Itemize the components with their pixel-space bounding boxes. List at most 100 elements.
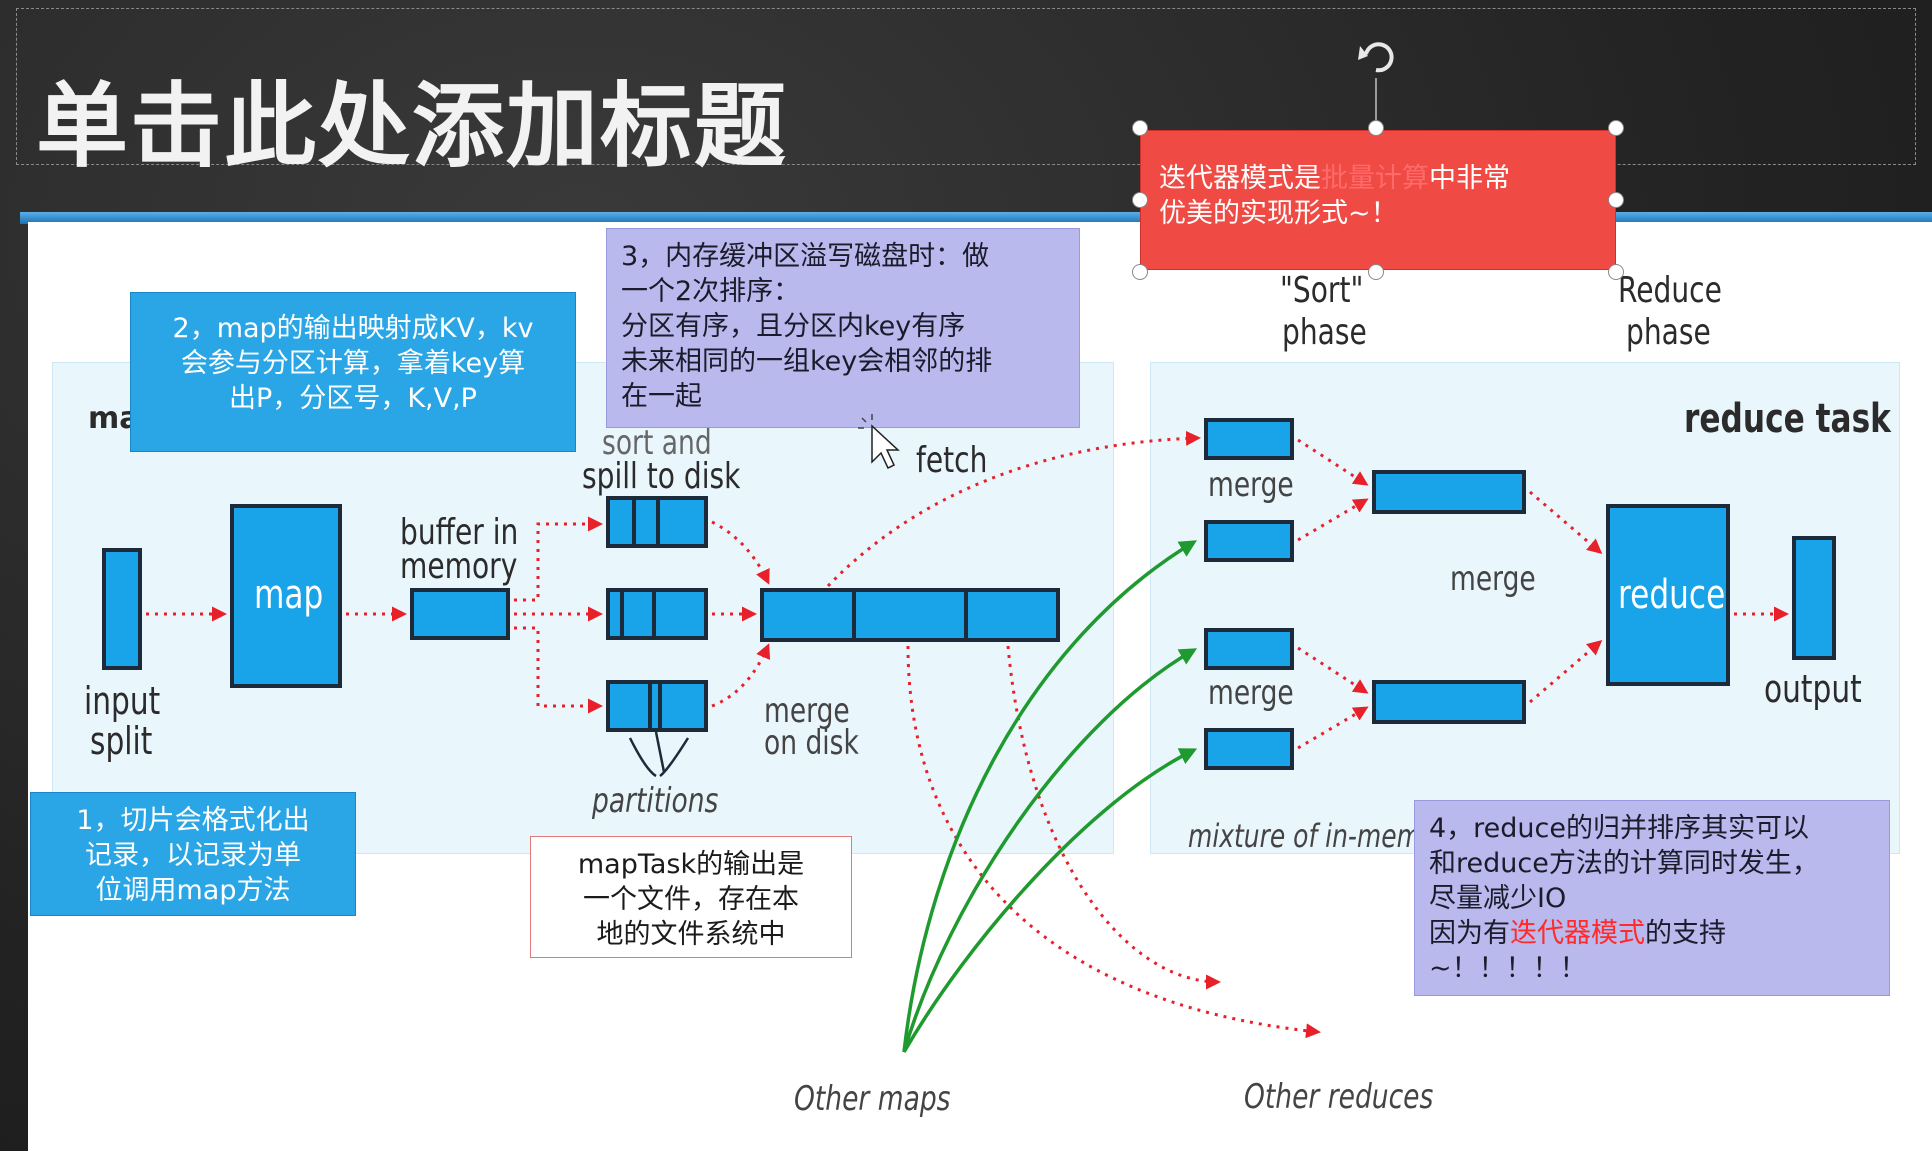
note-3-line-1: 3，内存缓冲区溢写磁盘时：做: [621, 241, 990, 272]
iterator-note-highlight: 批量计算: [1321, 163, 1429, 194]
arrow-spill3-to-merge: [711, 643, 771, 708]
partition-pointer-3: [659, 737, 690, 777]
note-4-line-4: 因为有迭代器模式的支持: [1429, 916, 1875, 951]
merge-on-disk-label-2: on disk: [764, 723, 859, 763]
note-3-line-2: 一个2次排序：: [621, 276, 801, 308]
arrow-merged2-to-reduce: [1529, 640, 1603, 704]
reduce-box: [1606, 504, 1730, 686]
sort-spill-label-2: spill to disk: [582, 456, 741, 497]
output-label: output: [1764, 667, 1862, 711]
arrow-to-other-reduces-1: [906, 645, 1321, 1039]
maptask-note-line-3: 地的文件系统中: [596, 919, 786, 951]
resize-handle-bottom-left[interactable]: [1132, 264, 1148, 280]
merge-label-3: merge: [1450, 559, 1536, 599]
sort-spill-label-1: sort and: [602, 423, 712, 463]
note-2-line-1: 2，map的输出映射成KV，kv: [172, 313, 534, 344]
arrow-merge-3: [1297, 646, 1369, 694]
green-arrow-2: [902, 648, 1198, 1053]
map-box: [230, 504, 342, 688]
note-3-line-5: 在一起: [621, 381, 702, 413]
partition-pointer-2: [628, 737, 657, 778]
buffer-box: [410, 588, 510, 640]
sort-phase-label-2: phase: [1282, 312, 1367, 353]
iterator-note-line-1: 迭代器模式是批量计算中非常: [1159, 161, 1597, 196]
diagram-arrows: [146, 430, 1789, 1053]
map-box-label: map: [254, 572, 324, 618]
partitions-label: partitions: [592, 781, 719, 821]
arrow-spill1-to-merge: [711, 520, 770, 585]
note-4-line-5: ~！！！！！: [1429, 953, 1587, 985]
note-4-suffix: 的支持: [1645, 918, 1726, 950]
green-arrow-1: [902, 540, 1197, 1053]
resize-handle-bottom[interactable]: [1368, 264, 1384, 280]
fetched-segment-4: [1204, 728, 1294, 770]
note-3-line-4: 未来相同的一组key会相邻的排: [621, 346, 993, 378]
note-2-line-3: 出P，分区号，K,V,P: [229, 383, 477, 415]
note-4-line-2: 和reduce方法的计算同时发生，: [1429, 848, 1819, 880]
resize-handle-top[interactable]: [1368, 120, 1384, 136]
resize-handle-left[interactable]: [1132, 192, 1148, 208]
resize-handle-top-right[interactable]: [1608, 120, 1624, 136]
reduce-box-label: reduce: [1618, 572, 1726, 618]
note-2-line-2: 会参与分区计算，拿着key算: [180, 348, 526, 380]
merged-segment-2: [1372, 680, 1526, 724]
merged-segment-1: [1372, 470, 1526, 514]
arrow-to-other-reduces-2: [1006, 645, 1221, 990]
maptask-output-note[interactable]: mapTask的输出是 一个文件，存在本 地的文件系统中: [530, 836, 852, 958]
maptask-note-line-1: mapTask的输出是: [577, 849, 805, 880]
resize-handle-right[interactable]: [1608, 192, 1624, 208]
arrow-fetch: [826, 430, 1201, 588]
title-placeholder[interactable]: [16, 8, 1916, 165]
merge-on-disk-label-1: merge: [764, 691, 850, 731]
input-split-box: [102, 548, 142, 670]
resize-handle-bottom-right[interactable]: [1608, 264, 1624, 280]
resize-handle-top-left[interactable]: [1132, 120, 1148, 136]
other-maps-label: Other maps: [794, 1079, 951, 1119]
iterator-note-prefix: 迭代器模式是: [1159, 163, 1321, 194]
note-3[interactable]: 3，内存缓冲区溢写磁盘时：做 一个2次排序： 分区有序，且分区内key有序 未来…: [606, 228, 1080, 428]
spill-file-2: [606, 588, 708, 640]
note-4-prefix: 因为有: [1429, 918, 1510, 950]
note-2[interactable]: 2，map的输出映射成KV，kv 会参与分区计算，拿着key算 出P，分区号，K…: [130, 292, 576, 452]
buffer-label-1: buffer in: [400, 512, 519, 553]
fetched-segment-1: [1204, 418, 1294, 460]
spill-file-1: [606, 496, 708, 548]
spill-file-3: [606, 680, 708, 732]
note-1-line-1: 1，切片会格式化出: [76, 805, 310, 836]
fetched-segment-2: [1204, 520, 1294, 562]
note-1-line-2: 记录，以记录为单: [85, 840, 301, 872]
fetched-segment-3: [1204, 628, 1294, 670]
merge-label-1: merge: [1208, 465, 1294, 505]
arrow-buffer-to-spill-1: [514, 516, 603, 602]
note-3-line-3: 分区有序，且分区内key有序: [621, 311, 966, 343]
note-1[interactable]: 1，切片会格式化出 记录，以记录为单 位调用map方法: [30, 792, 356, 916]
input-split-label-2: split: [90, 719, 153, 763]
reduce-phase-label-2: phase: [1626, 312, 1711, 353]
green-arrow-3: [902, 748, 1198, 1053]
iterator-note[interactable]: 迭代器模式是批量计算中非常 优美的实现形式~！: [1140, 130, 1616, 270]
note-1-line-3: 位调用map方法: [95, 875, 291, 907]
map-output-file: [760, 588, 1060, 642]
arrow-merge-4: [1297, 706, 1369, 750]
output-box: [1792, 536, 1836, 660]
slide-title[interactable]: 单击此处添加标题: [36, 73, 789, 180]
note-4-line-3: 尽量减少IO: [1429, 883, 1567, 915]
merge-label-2: merge: [1208, 673, 1294, 713]
maptask-note-line-2: 一个文件，存在本: [583, 884, 799, 916]
arrow-merged1-to-reduce: [1529, 490, 1603, 554]
sort-phase-label-1: "Sort": [1280, 270, 1364, 311]
note-4-highlight: 迭代器模式: [1510, 918, 1645, 950]
arrow-merge-2: [1297, 498, 1369, 542]
note-4-line-1: 4，reduce的归并排序其实可以: [1429, 813, 1810, 844]
mixture-label: mixture of in-mem: [1188, 817, 1421, 855]
input-split-label-1: input: [84, 679, 161, 723]
note-4[interactable]: 4，reduce的归并排序其实可以 和reduce方法的计算同时发生， 尽量减少…: [1414, 800, 1890, 996]
fetch-label: fetch: [916, 440, 988, 481]
arrow-buffer-to-spill-3: [514, 626, 603, 714]
reduce-phase-label-1: Reduce: [1618, 270, 1722, 311]
arrow-merge-1: [1297, 438, 1369, 486]
buffer-label-2: memory: [400, 546, 518, 587]
iterator-note-line-2: 优美的实现形式~！: [1159, 198, 1398, 230]
partition-pointer-1: [654, 731, 666, 773]
other-reduces-label: Other reduces: [1244, 1077, 1434, 1117]
